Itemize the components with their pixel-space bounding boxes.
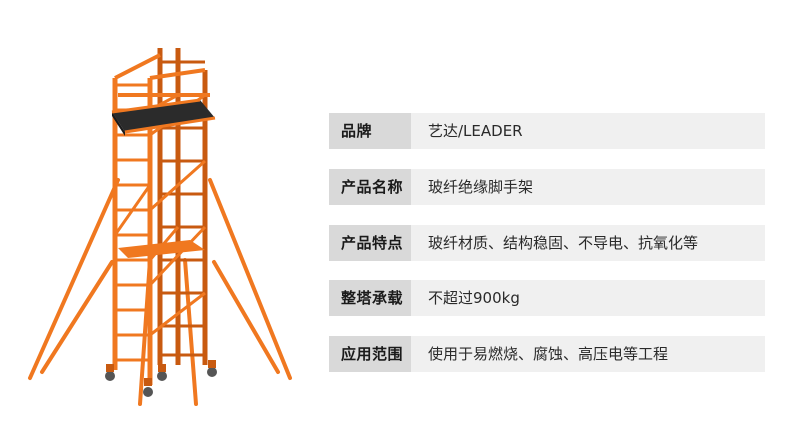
spec-row-load-capacity: 整塔承载 不超过900kg — [329, 280, 765, 316]
spec-label-load-capacity: 整塔承载 — [329, 280, 411, 316]
spec-value-load-capacity: 不超过900kg — [411, 280, 765, 316]
spec-row-product-name: 产品名称 玻纤绝缘脚手架 — [329, 169, 765, 205]
spec-value-features: 玻纤材质、结构稳固、不导电、抗氧化等 — [411, 225, 765, 261]
spec-value-brand: 艺达/LEADER — [411, 113, 765, 149]
spec-row-application: 应用范围 使用于易燃烧、腐蚀、高压电等工程 — [329, 336, 765, 372]
spec-row-features: 产品特点 玻纤材质、结构稳固、不导电、抗氧化等 — [329, 225, 765, 261]
spec-row-brand: 品牌 艺达/LEADER — [329, 113, 765, 149]
spec-label-product-name: 产品名称 — [329, 169, 411, 205]
scaffold-tower-image — [28, 48, 292, 406]
spec-label-features: 产品特点 — [329, 225, 411, 261]
spec-label-brand: 品牌 — [329, 113, 411, 149]
spec-value-application: 使用于易燃烧、腐蚀、高压电等工程 — [411, 336, 765, 372]
spec-table: 品牌 艺达/LEADER 产品名称 玻纤绝缘脚手架 产品特点 玻纤材质、结构稳固… — [329, 0, 765, 446]
spec-value-product-name: 玻纤绝缘脚手架 — [411, 169, 765, 205]
spec-label-application: 应用范围 — [329, 336, 411, 372]
